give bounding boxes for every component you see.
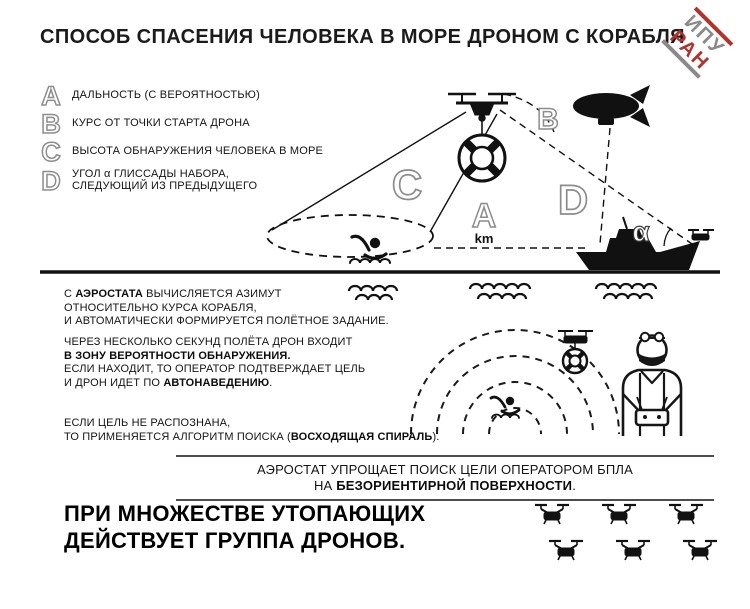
legend-letter-d: D — [41, 166, 61, 195]
diagram-letters: C B A km D α — [391, 102, 650, 247]
legend-letter-d-icon: D — [41, 165, 62, 195]
label-glide-d: D — [558, 176, 588, 223]
text-line: ЕСЛИ ЦЕЛЬ НЕ РАСПОЗНАНА, — [64, 417, 231, 429]
text-segment: НА — [313, 477, 337, 493]
fleet-drone-icon — [602, 503, 636, 525]
face-mask-icon — [639, 354, 665, 366]
fleet-drone-icon — [683, 539, 717, 561]
ship-icon — [576, 216, 700, 270]
legend-text-c: ВЫСОТА ОБНАРУЖЕНИЯ ЧЕЛОВЕКА В МОРЕ — [72, 144, 324, 157]
probability-zone-arcs — [410, 329, 620, 435]
swimmer-icon — [349, 234, 391, 264]
search-area-ellipse — [266, 214, 434, 258]
label-alpha: α — [632, 216, 649, 247]
ipu-ran-logo: ИПУ РАН — [661, 6, 734, 79]
text-line: ЕСЛИ НАХОДИТ, ТО ОПЕРАТОР ПОДТВЕРЖДАЕТ Ц… — [64, 363, 366, 376]
text-line: АЭРОСТАТ УПРОЩАЕТ ПОИСК ЦЕЛИ ОПЕРАТОРОМ … — [256, 462, 634, 477]
sea-waves-icon — [347, 282, 658, 301]
search-pattern-diagram — [410, 329, 683, 436]
text-line: НА БЕЗОРИЕНТИРНОЙ ПОВЕРХНОСТИ. — [176, 478, 714, 494]
legend-letter-c: C — [41, 137, 61, 166]
route-dashed-lines — [434, 93, 693, 249]
landed-drone-icon — [688, 229, 714, 241]
text-line: И ДРОН ИДЕТ ПО АВТОНАВЕДЕНИЮ. — [64, 377, 365, 391]
label-height-c: C — [392, 161, 422, 208]
paragraph-azimuth: С АЭРОСТАТА ВЫЧИСЛЯЕТСЯ АЗИМУТ ОТНОСИТЕЛ… — [64, 288, 389, 329]
legend-item-a: A ДАЛЬНОСТЬ (С ВЕРОЯТНОСТЬЮ) — [36, 80, 260, 110]
text-line: В ЗОНУ ВЕРОЯТНОСТИ ОБНАРУЖЕНИЯ. — [64, 350, 365, 364]
text-segment: ТО ПРИМЕНЯЕТСЯ АЛГОРИТМ ПОИСКА ( — [64, 430, 291, 443]
goggles-icon — [639, 331, 651, 343]
text-segment: И ДРОН ИДЕТ ПО — [64, 376, 164, 389]
legend-letter-a: A — [41, 81, 61, 110]
paragraph-detection: ЧЕРЕЗ НЕСКОЛЬКО СЕКУНД ПОЛЁТА ДРОН ВХОДИ… — [64, 336, 365, 390]
text-segment: С — [64, 288, 76, 300]
legend-text-b: КУРС ОТ ТОЧКИ СТАРТА ДРОНА — [72, 116, 250, 129]
rescue-scheme-diagram: C B A km D α — [40, 85, 720, 301]
text-segment-bold: БЕЗОРИЕНТИРНОЙ ПОВЕРХНОСТИ — [336, 477, 573, 493]
drone-icon — [448, 92, 516, 134]
operator-icon — [621, 331, 683, 436]
legend-letter-b-icon: B — [41, 108, 62, 138]
search-life-ring-icon — [561, 347, 589, 375]
legend-letter-a-icon: A — [41, 80, 62, 110]
text-segment: . — [269, 376, 273, 389]
text-segment-bold: АВТОНАВЕДЕНИЮ — [163, 376, 270, 389]
legend-item-d: D УГОЛ α ГЛИССАДЫ НАБОРА, СЛЕДУЮЩИЙ ИЗ П… — [36, 165, 258, 195]
search-swimmer-icon — [489, 395, 521, 419]
label-distance-unit: km — [475, 231, 494, 246]
text-segment: ВЫЧИСЛЯЕТСЯ АЗИМУТ — [142, 288, 282, 300]
fleet-drone-icon — [535, 503, 569, 525]
text-line: ТО ПРИМЕНЯЕТСЯ АЛГОРИТМ ПОИСКА (ВОСХОДЯЩ… — [64, 431, 439, 445]
drone-fleet — [535, 503, 717, 561]
logo-gray-bar — [661, 39, 701, 79]
text-line: ЧЕРЕЗ НЕСКОЛЬКО СЕКУНД ПОЛЁТА ДРОН ВХОДИ… — [64, 336, 353, 348]
text-segment-bold: В ЗОНУ ВЕРОЯТНОСТИ ОБНАРУЖЕНИЯ. — [64, 349, 291, 362]
fleet-drone-icon — [616, 539, 650, 561]
legend-text-d: УГОЛ α ГЛИССАДЫ НАБОРА, СЛЕДУЮЩИЙ ИЗ ПРЕ… — [72, 168, 257, 193]
legend-letter-b: B — [41, 109, 61, 138]
search-drone-icon — [558, 330, 593, 349]
group-drones-statement: ПРИ МНОЖЕСТВЕ УТОПАЮЩИХ ДЕЙСТВУЕТ ГРУППА… — [64, 500, 425, 554]
life-ring-icon — [457, 133, 507, 183]
airship-icon — [573, 85, 650, 127]
text-line: С АЭРОСТАТА ВЫЧИСЛЯЕТСЯ АЗИМУТ — [64, 288, 389, 302]
paragraph-spiral: ЕСЛИ ЦЕЛЬ НЕ РАСПОЗНАНА, ТО ПРИМЕНЯЕТСЯ … — [64, 417, 439, 444]
legend-text-a: ДАЛЬНОСТЬ (С ВЕРОЯТНОСТЬЮ) — [72, 88, 260, 101]
text-line: ДЕЙСТВУЕТ ГРУППА ДРОНОВ. — [64, 528, 406, 553]
text-line: И АВТОМАТИЧЕСКИ ФОРМИРУЕТСЯ ПОЛЁТНОЕ ЗАД… — [64, 315, 389, 328]
legend-text-d-line2: СЛЕДУЮЩИЙ ИЗ ПРЕДЫДУЩЕГО — [72, 180, 258, 192]
legend-text-d-line1: УГОЛ α ГЛИССАДЫ НАБОРА, — [72, 167, 230, 180]
logo-accent-bar — [693, 6, 734, 47]
text-line: ОТНОСИТЕЛЬНО КУРСА КОРАБЛЯ, — [64, 301, 257, 314]
text-segment-bold: ВОСХОДЯЩАЯ СПИРАЛЬ — [290, 430, 433, 443]
text-segment: ). — [432, 430, 440, 443]
legend-item-b: B КУРС ОТ ТОЧКИ СТАРТА ДРОНА — [36, 108, 250, 138]
page-title: СПОСОБ СПАСЕНИЯ ЧЕЛОВЕКА В МОРЕ ДРОНОМ С… — [40, 26, 685, 48]
text-segment-bold: АЭРОСТАТА — [75, 288, 143, 300]
alpha-angle-arc — [663, 227, 672, 247]
legend-item-c: C ВЫСОТА ОБНАРУЖЕНИЯ ЧЕЛОВЕКА В МОРЕ — [36, 136, 323, 166]
fleet-drone-icon — [669, 503, 703, 525]
text-segment: . — [572, 477, 577, 493]
text-line: ПРИ МНОЖЕСТВЕ УТОПАЮЩИХ — [64, 501, 426, 526]
label-course-b: B — [537, 103, 559, 136]
remote-controller-icon — [634, 396, 670, 427]
label-distance-a: A — [472, 197, 497, 235]
legend-letter-c-icon: C — [41, 136, 62, 166]
fleet-drone-icon — [549, 539, 583, 561]
callout-aerostat: АЭРОСТАТ УПРОЩАЕТ ПОИСК ЦЕЛИ ОПЕРАТОРОМ … — [176, 455, 714, 501]
